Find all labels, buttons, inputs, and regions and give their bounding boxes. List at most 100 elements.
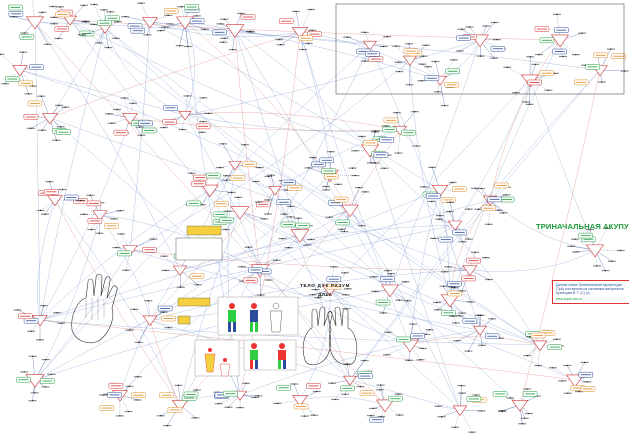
node-dot (596, 265, 598, 267)
connector-line (149, 319, 461, 411)
node-dot (364, 191, 366, 193)
node-box-text-mark (214, 31, 225, 33)
connector-line (239, 211, 541, 346)
node-dot (60, 322, 62, 324)
node-dot (399, 414, 401, 416)
node-dot (201, 131, 203, 133)
spoke-line (444, 269, 471, 272)
node-dot (501, 410, 503, 413)
connector-line (184, 21, 195, 116)
info-url[interactable]: www.sujok-tree.ru (556, 296, 583, 301)
node-dot (449, 210, 451, 213)
node-dot (429, 329, 431, 331)
connector-line (469, 249, 596, 272)
center-triad-label: ТЕЛО ДУХ РАЗУМ (300, 283, 351, 288)
node-dot (461, 28, 463, 30)
node-dot (425, 44, 427, 46)
node-box-text-mark (245, 279, 256, 281)
node-dot (344, 272, 346, 274)
node-dot (180, 286, 182, 288)
node-box-text-mark (587, 66, 598, 68)
node-dot (187, 45, 189, 48)
node-box-text-mark (192, 20, 203, 22)
spoke-line (149, 15, 169, 23)
triad-triangle (375, 399, 395, 413)
node-dot (302, 48, 304, 51)
node-box-text-mark (426, 77, 437, 79)
connector-line (184, 114, 261, 271)
node-dot (468, 26, 471, 28)
connector-line (329, 79, 531, 291)
node-dot (325, 189, 327, 191)
figure-small-red (204, 348, 231, 377)
node-box-text-mark (221, 219, 232, 221)
node-box-text-mark (66, 196, 77, 198)
connector-line (369, 149, 461, 411)
node-box-text-mark (258, 203, 269, 205)
node-box-text-mark (446, 84, 457, 86)
node-box-text-mark (468, 398, 479, 400)
node-dot (60, 126, 62, 128)
node-dot (452, 315, 454, 317)
triad-triangle (228, 161, 242, 171)
node-dot (293, 383, 295, 385)
cluster (379, 111, 421, 154)
node-dot (56, 312, 58, 314)
triad-triangle (381, 284, 399, 298)
node-box-text-mark (283, 182, 294, 184)
node-dot (524, 417, 526, 419)
node-dot (452, 181, 454, 184)
node-box-text-mark (371, 419, 382, 421)
node-box-text-mark (46, 191, 57, 193)
spoke-line (148, 300, 151, 321)
node-box-text-mark (336, 199, 347, 201)
node-dot (226, 175, 228, 177)
node-box-text-mark (99, 22, 110, 24)
connector-line (99, 214, 261, 271)
connector-line (69, 19, 351, 381)
spoke-line (389, 289, 408, 301)
node-dot (374, 131, 376, 133)
node-dot (337, 183, 339, 185)
node-dot (421, 63, 423, 65)
node-box-text-mark (412, 335, 423, 337)
node-dot (260, 294, 262, 296)
node-box-text-mark (281, 20, 292, 22)
node-box-text-mark (443, 312, 454, 314)
node-box-text-mark (10, 7, 21, 9)
connector-line (349, 209, 461, 411)
node-dot (22, 51, 24, 53)
node-box-text-mark (468, 260, 479, 262)
node-dot (581, 32, 583, 34)
node-box-text-mark (215, 213, 226, 215)
node-dot (537, 364, 539, 367)
connector-line (349, 69, 601, 381)
node-dot (437, 91, 439, 93)
node-dot (408, 359, 410, 361)
triad-triangle (42, 113, 58, 125)
cluster (78, 3, 122, 49)
connector-line (454, 79, 531, 226)
node-dot (468, 208, 470, 210)
node-dot (387, 331, 389, 333)
node-dot (351, 167, 354, 169)
node-box-text-mark (358, 50, 369, 52)
node-dot (434, 60, 437, 63)
cluster (213, 374, 263, 409)
node-dot (89, 194, 91, 196)
node-dot (601, 81, 603, 83)
node-box-text-mark (464, 320, 475, 322)
node-dot (454, 426, 456, 428)
node-dot (202, 97, 204, 99)
spoke-line (409, 59, 429, 67)
node-dot (98, 232, 100, 234)
human-figures-panel (194, 296, 299, 377)
spoke-line (279, 31, 301, 40)
connector-line (274, 129, 401, 191)
node-box-text-mark (164, 121, 175, 123)
node-dot (480, 187, 482, 190)
node-dot (50, 373, 53, 375)
node-dot (23, 371, 25, 373)
node-dot (306, 244, 309, 246)
node-box-text-mark (556, 29, 567, 31)
